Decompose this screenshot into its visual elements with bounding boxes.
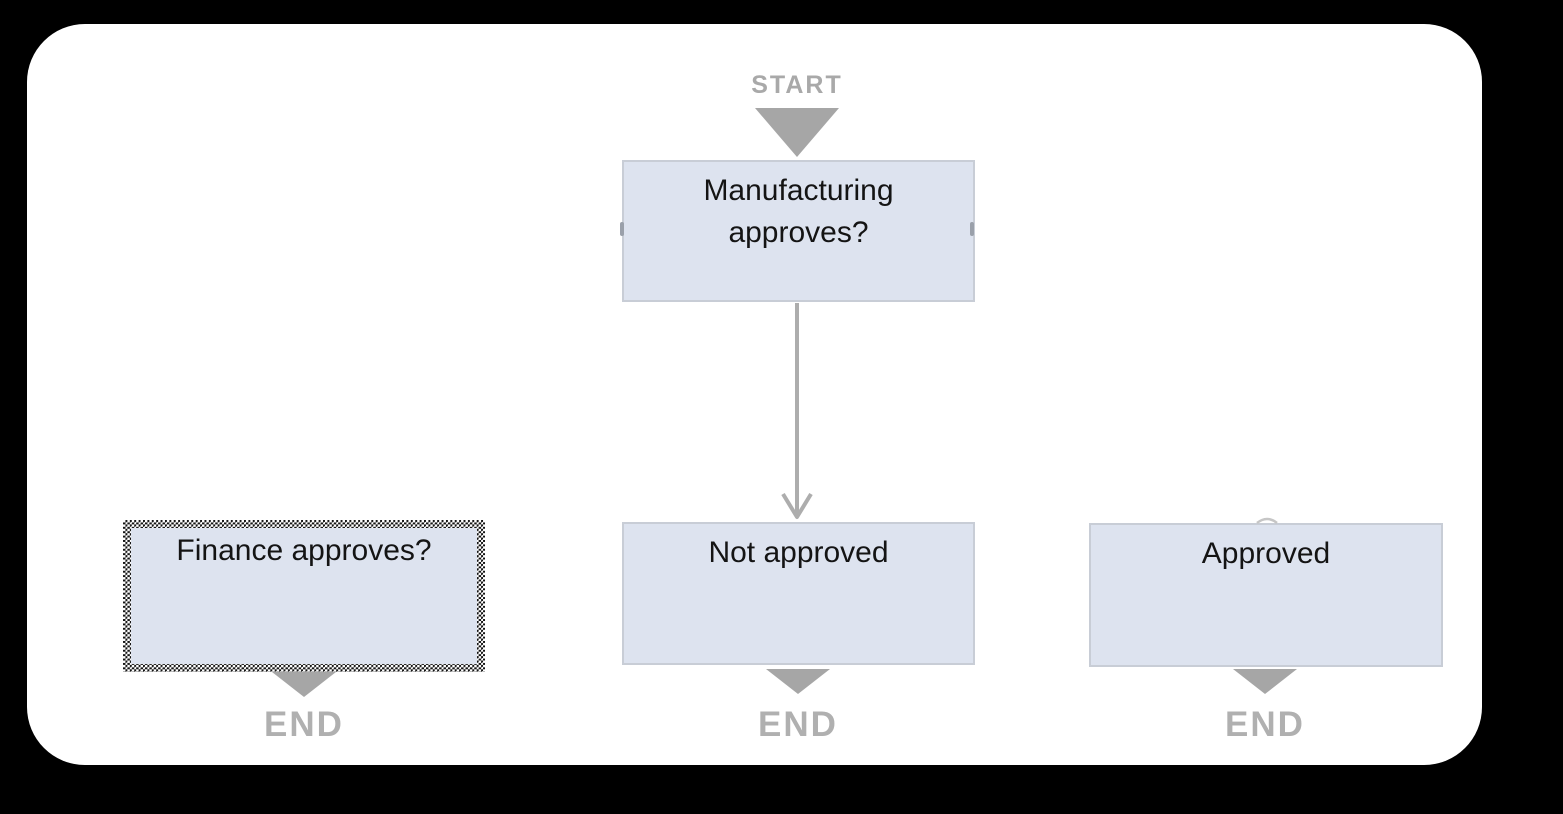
end-label-not-approved[interactable]: END — [758, 705, 838, 744]
end-triangle-approved-icon[interactable] — [1233, 669, 1297, 694]
start-triangle-icon[interactable] — [755, 108, 839, 157]
connector-arrow[interactable] — [777, 303, 817, 521]
node-approved-label: Approved — [1201, 537, 1331, 570]
start-label[interactable]: START — [751, 71, 843, 99]
slide-canvas: START Manufacturing approves? Finance ap… — [27, 24, 1482, 765]
node-manufacturing-approves-label: Manufacturing approves? — [703, 174, 894, 249]
node-not-approved-label: Not approved — [708, 536, 889, 569]
end-label-approved[interactable]: END — [1225, 705, 1305, 744]
end-triangle-not-approved-icon[interactable] — [766, 669, 830, 694]
node-manufacturing-approves[interactable]: Manufacturing approves? — [622, 160, 975, 302]
end-label-finance[interactable]: END — [264, 705, 344, 744]
end-triangle-finance-icon[interactable] — [272, 672, 336, 697]
node-not-approved[interactable]: Not approved — [622, 522, 975, 665]
hidden-arrowhead-tip — [1256, 517, 1278, 524]
node-approved[interactable]: Approved — [1089, 523, 1443, 667]
node-finance-selection-border[interactable]: Finance approves? — [123, 520, 485, 672]
connector-nub-left — [620, 222, 624, 236]
node-finance-approves-label: Finance approves? — [176, 534, 432, 567]
node-finance-approves[interactable]: Finance approves? — [131, 528, 477, 664]
connector-nub-right — [970, 222, 974, 236]
